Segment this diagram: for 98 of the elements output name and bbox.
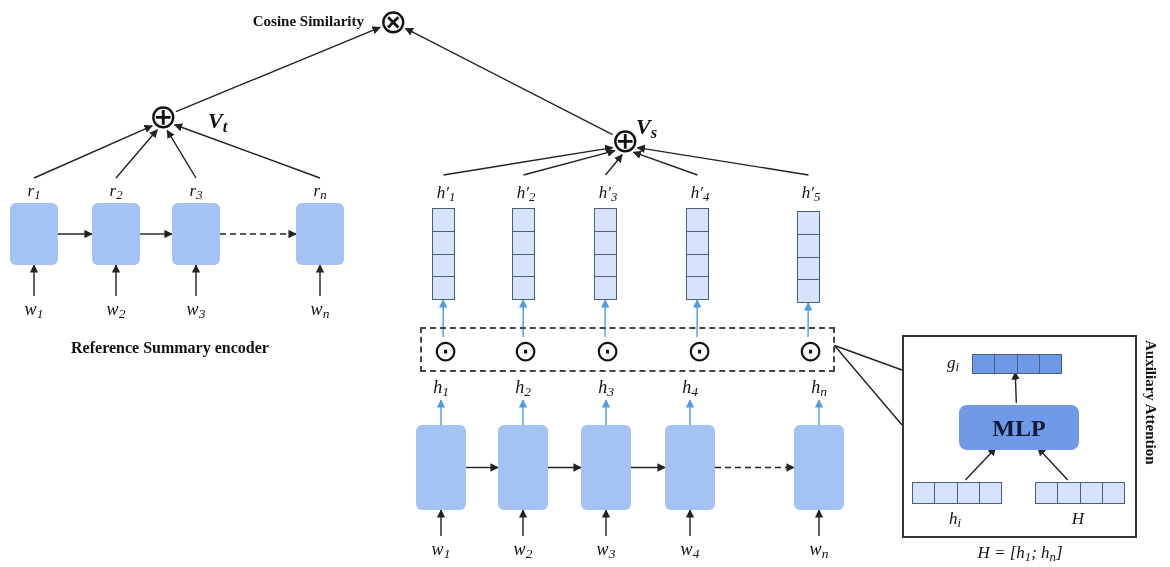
math-label: w$_{n}$ <box>804 536 834 562</box>
operator-symbol: ⊙ <box>686 338 712 364</box>
math-label: h$_{4}$ <box>675 374 705 400</box>
math-label: r$_{3}$ <box>188 180 204 204</box>
arrow <box>685 509 695 537</box>
vector-bar <box>432 208 455 300</box>
operator-symbol: ⊙ <box>512 338 538 364</box>
vector-bar <box>972 354 1062 374</box>
math-label: H = [h$_{1}$; h$_{n}$] <box>976 542 1064 566</box>
math-label: h$_{1}$ <box>426 374 456 400</box>
arrow <box>442 144 614 176</box>
arrow <box>436 509 446 537</box>
arrow <box>636 144 810 176</box>
dashed-group-box <box>420 327 835 372</box>
math-label: h′$_{5}$ <box>800 182 822 206</box>
arrow <box>522 148 616 176</box>
arrow <box>115 129 158 179</box>
mlp-box: MLP <box>959 405 1079 450</box>
math-label: H <box>1070 508 1086 530</box>
arrow <box>519 299 528 338</box>
rnn-cell <box>581 425 631 510</box>
arrow <box>714 463 795 472</box>
math-label: w$_{2}$ <box>508 536 538 562</box>
rnn-cell <box>498 425 548 510</box>
arrow <box>166 129 197 179</box>
arrow <box>601 509 611 537</box>
arrow <box>630 463 666 472</box>
operator-symbol: ⊗ <box>378 7 408 37</box>
vector-bar <box>912 482 1002 504</box>
callout-panel <box>902 335 1137 538</box>
operator-symbol: ⊕ <box>148 102 178 132</box>
math-label: w$_{3}$ <box>591 536 621 562</box>
rnn-cell <box>794 425 844 510</box>
vertical-caption: Auxiliary Attention <box>1141 340 1160 465</box>
math-label: w$_{3}$ <box>181 296 211 322</box>
math-label: g$_{i}$ <box>945 352 960 376</box>
arrow <box>547 463 582 472</box>
math-label: h$_{n}$ <box>804 374 834 400</box>
math-label: r$_{n}$ <box>312 180 328 204</box>
math-label: r$_{2}$ <box>108 180 124 204</box>
arrow <box>173 123 321 179</box>
arrow <box>139 229 173 239</box>
arrow <box>315 264 325 297</box>
arrow <box>964 447 997 481</box>
arrow <box>693 299 702 338</box>
arrow <box>518 509 528 537</box>
arrow <box>814 399 824 426</box>
vector-bar <box>1035 482 1125 504</box>
operator-symbol: ⊙ <box>432 338 458 364</box>
math-label: h′$_{4}$ <box>689 182 711 206</box>
arrow <box>219 229 297 239</box>
arrow <box>436 399 446 426</box>
rnn-cell <box>416 425 466 510</box>
rnn-cell <box>296 203 344 265</box>
math-label: h$_{i}$ <box>947 508 962 532</box>
rnn-cell <box>665 425 715 510</box>
vector-bar <box>797 211 820 303</box>
arrow <box>814 509 824 537</box>
arrow <box>604 154 623 176</box>
math-label: w$_{2}$ <box>101 296 131 322</box>
arrow <box>465 463 499 472</box>
math-label: w$_{1}$ <box>19 296 49 322</box>
callout-line <box>833 344 903 426</box>
math-label: V$_{t}$ <box>208 107 229 137</box>
arrow <box>601 299 610 338</box>
math-label: h$_{3}$ <box>591 374 621 400</box>
vector-bar <box>686 208 709 300</box>
arrow <box>439 299 448 338</box>
arrow <box>111 264 121 297</box>
rnn-cell <box>172 203 220 265</box>
arrow <box>33 125 153 179</box>
arrow <box>57 229 93 239</box>
math-label: h′$_{2}$ <box>515 182 537 206</box>
arrow <box>175 26 381 113</box>
arrow <box>518 399 528 426</box>
arrow <box>404 27 614 136</box>
math-label: h$_{2}$ <box>508 374 538 400</box>
arrow <box>29 264 39 297</box>
arrow <box>1037 447 1069 481</box>
caption-text: Reference Summary encoder <box>70 338 270 359</box>
arrow <box>804 302 813 338</box>
vector-bar <box>512 208 535 300</box>
math-label: w$_{4}$ <box>675 536 705 562</box>
math-label: h′$_{3}$ <box>597 182 619 206</box>
operator-symbol: ⊙ <box>797 338 823 364</box>
math-label: w$_{1}$ <box>426 536 456 562</box>
arrow <box>601 399 611 426</box>
vector-bar <box>594 208 617 300</box>
math-label: r$_{1}$ <box>26 180 42 204</box>
math-label: w$_{n}$ <box>305 296 335 322</box>
math-label: h′$_{1}$ <box>435 182 457 206</box>
rnn-cell <box>10 203 58 265</box>
rnn-cell <box>92 203 140 265</box>
arrow <box>632 150 699 176</box>
caption-text: Cosine Similarity <box>251 12 364 31</box>
arrow <box>191 264 201 297</box>
arrow <box>685 399 695 426</box>
operator-symbol: ⊙ <box>594 338 620 364</box>
